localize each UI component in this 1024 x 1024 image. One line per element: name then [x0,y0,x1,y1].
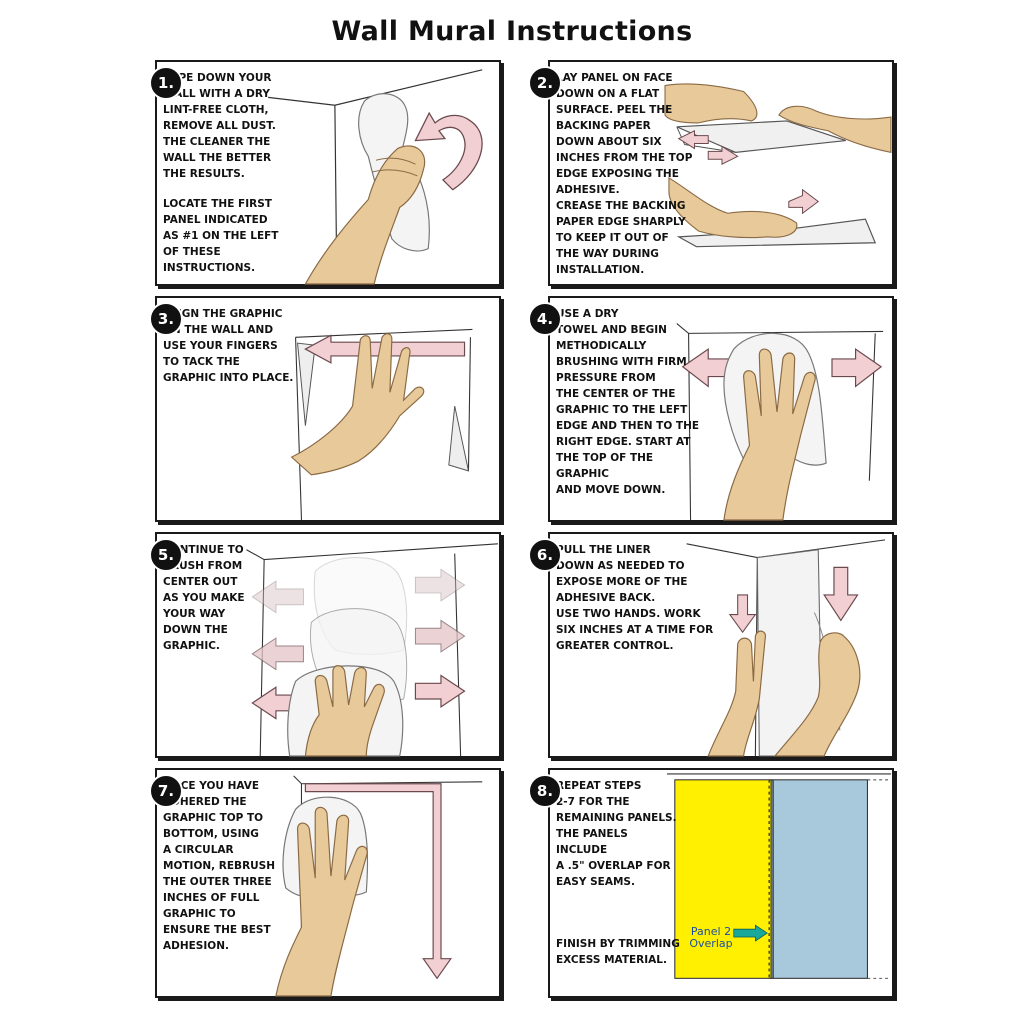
arrow-icon [728,566,859,634]
arrow-icon [251,619,466,671]
step-2-paragraph-1: Lay panel on face down on a flat surface… [556,72,693,276]
step-7-paragraph-1: Once you have adhered the graphic top to… [163,780,276,952]
panels-overlap-illustration [666,773,891,979]
step-number-5: 5. [149,538,183,572]
step-panel-1: 1. Wipe down your wall with a dry lint-f… [149,60,501,286]
panel-2-graphic [770,779,868,979]
overlap-label: Panel 2 Overlap [684,926,738,950]
step-panel-7: 7. Once you have adhered the graphic top… [149,768,501,998]
overlap-label-line-2: Overlap [689,937,733,950]
step-panel-3: 3. Align the graphic on the wall and use… [149,296,501,522]
border-arrow-icon [304,783,452,980]
page-title: Wall Mural Instructions [331,16,693,47]
step-6-text: Pull the liner down as needed to expose … [556,542,716,654]
overlap-label-line-1: Panel 2 [690,925,732,938]
brush-illustration [676,323,884,521]
step-8-paragraph-2: Finish by trimming excess material. [556,938,680,966]
step-panel-8: 8. Repeat steps 2-7 for the remaining pa… [528,768,894,998]
hand-icon [304,145,426,285]
step-6-paragraph-1: Pull the liner down as needed to expose … [556,544,714,652]
step-1-paragraph-1: Wipe down your wall with a dry lint-free… [163,72,276,180]
pull-liner-illustration [686,539,886,757]
step-panel-2: 2. Lay panel on face down on a flat surf… [528,60,894,286]
hand-icon [664,83,892,154]
step-panel-6: 6. Pull the liner down as needed to expo… [528,532,894,758]
step-4-text: Use a dry towel and begin methodically b… [556,306,706,498]
hand-icon [668,176,798,239]
step-8-finish-text: Finish by trimming excess material. [556,936,681,968]
continue-brush-illustration [246,543,498,757]
step-number-8: 8. [528,774,562,808]
arrow-icon [788,188,820,215]
step-number-1: 1. [149,66,183,100]
step-2-text: Lay panel on face down on a flat surface… [556,70,706,278]
step-8-paragraph-1: Repeat steps 2-7 for the remaining panel… [556,780,677,888]
step-number-6: 6. [528,538,562,572]
step-7-text: Once you have adhered the graphic top to… [163,778,288,954]
hand-icon [723,348,816,521]
arrow-icon [677,129,739,165]
wipe-illustration [268,69,483,285]
overlap-arrow-icon [733,924,768,942]
step-1-text: Wipe down your wall with a dry lint-free… [163,70,313,276]
hand-icon [707,630,861,757]
step-number-7: 7. [149,774,183,808]
step-4-paragraph-1: Use a dry towel and begin methodically b… [556,308,700,496]
step-3-text: Align the graphic on the wall and use yo… [163,306,313,386]
arrow-icon [251,568,466,614]
peel-illustration [664,83,892,248]
step-panel-4: 4. Use a dry towel and begin methodicall… [528,296,894,522]
hand-icon [290,333,425,476]
step-8-text: Repeat steps 2-7 for the remaining panel… [556,778,681,890]
hand-icon [275,806,368,997]
step-1-paragraph-2: Locate the first panel indicated as #1 o… [163,198,279,274]
step-number-3: 3. [149,302,183,336]
step-number-2: 2. [528,66,562,100]
hand-icon [304,665,385,757]
align-illustration [290,328,473,521]
step-3-paragraph-1: Align the graphic on the wall and use yo… [163,308,294,384]
rebrush-illustration [275,775,483,997]
step-number-4: 4. [528,302,562,336]
step-panel-5: 5. Continue to brush from center out as … [149,532,501,758]
curved-arrow-icon [414,111,483,191]
panel-1-graphic [674,779,772,979]
